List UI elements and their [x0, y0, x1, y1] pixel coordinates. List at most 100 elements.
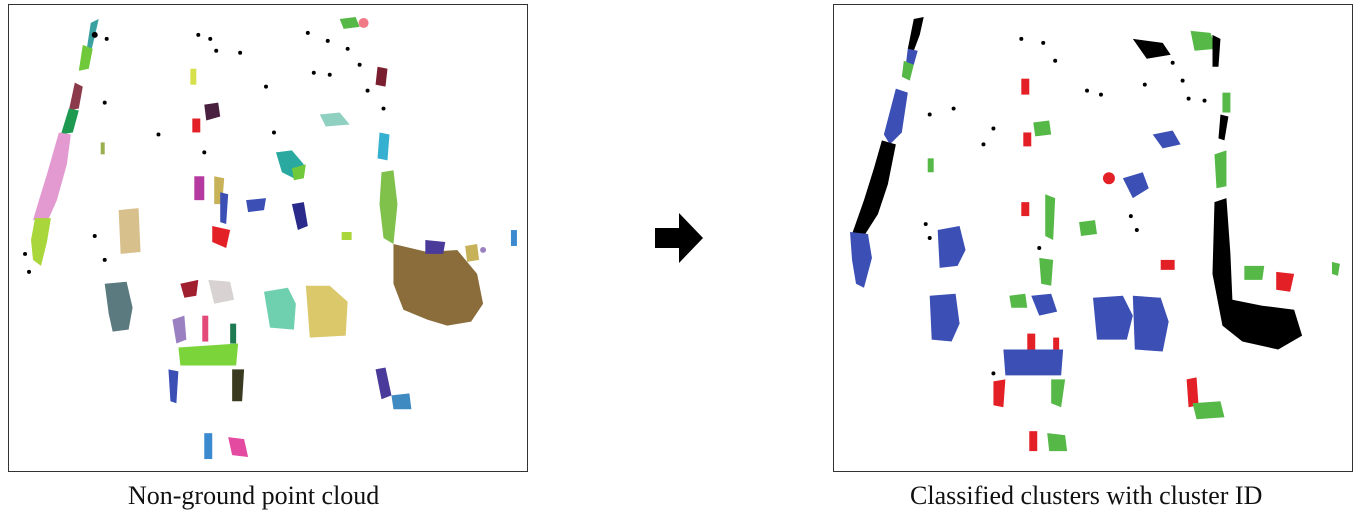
cluster — [850, 232, 872, 288]
cluster — [208, 279, 235, 304]
point — [358, 17, 369, 28]
point — [104, 36, 109, 41]
point — [23, 251, 28, 256]
cluster — [1122, 172, 1149, 199]
point — [325, 38, 330, 43]
cluster — [1212, 34, 1221, 67]
right-arrow-icon — [655, 213, 703, 263]
cluster — [305, 285, 348, 338]
cluster — [178, 343, 239, 366]
cluster — [341, 232, 352, 240]
cluster — [232, 369, 245, 402]
cluster — [1031, 293, 1058, 316]
cluster — [927, 158, 934, 173]
caption-right: Classified clusters with cluster ID — [910, 481, 1263, 510]
cluster — [180, 279, 199, 298]
point — [991, 371, 996, 376]
cluster — [375, 66, 388, 87]
point — [923, 222, 928, 227]
point — [102, 100, 107, 105]
cluster — [1160, 259, 1175, 270]
cluster — [246, 198, 267, 213]
point — [927, 112, 932, 117]
cluster — [118, 208, 141, 254]
point — [1085, 88, 1090, 93]
cluster — [929, 293, 960, 342]
point — [951, 106, 956, 111]
point — [208, 36, 213, 41]
cluster — [993, 379, 1006, 408]
cluster — [1152, 130, 1181, 149]
cluster — [937, 226, 966, 268]
cluster — [425, 239, 446, 254]
point — [345, 46, 350, 51]
cluster — [1079, 220, 1097, 237]
point — [1128, 214, 1133, 219]
cluster — [104, 281, 133, 332]
cluster — [1132, 295, 1169, 352]
cluster — [78, 44, 93, 71]
cluster — [1009, 293, 1028, 308]
point — [365, 88, 370, 93]
point — [1134, 228, 1139, 233]
cluster — [1214, 150, 1227, 189]
point — [1202, 98, 1207, 103]
cluster — [230, 323, 237, 344]
point — [214, 48, 219, 53]
point — [202, 150, 207, 155]
cluster — [1039, 257, 1054, 286]
cluster — [319, 112, 350, 127]
cluster — [391, 393, 412, 410]
cluster — [1027, 333, 1036, 354]
cluster — [1051, 379, 1066, 408]
cluster — [1023, 132, 1032, 147]
point — [196, 32, 201, 37]
cluster — [905, 48, 918, 65]
point — [102, 257, 107, 262]
classified-clusters-panel — [833, 4, 1353, 472]
point — [238, 50, 243, 55]
point — [480, 246, 487, 253]
cluster — [1244, 265, 1265, 280]
cluster — [1132, 38, 1171, 59]
point — [92, 234, 97, 238]
cluster — [291, 202, 308, 231]
cluster — [339, 16, 360, 29]
cluster — [1212, 198, 1303, 350]
point — [1142, 82, 1147, 87]
cluster — [220, 192, 229, 225]
cluster — [60, 108, 79, 135]
cluster — [1033, 120, 1052, 137]
point — [1041, 40, 1046, 45]
point — [1180, 78, 1185, 83]
cluster — [264, 287, 296, 330]
cluster — [204, 433, 213, 460]
cluster — [190, 68, 197, 85]
cluster — [291, 164, 306, 181]
cluster — [1053, 337, 1060, 352]
point — [311, 70, 316, 75]
cluster — [1021, 78, 1030, 95]
point — [264, 84, 268, 89]
cluster — [1276, 271, 1295, 292]
cluster — [212, 226, 231, 248]
cluster — [1331, 261, 1340, 276]
cluster — [1192, 401, 1225, 420]
cluster — [852, 140, 896, 237]
point — [991, 126, 996, 131]
non-ground-point-cloud-panel — [8, 4, 528, 472]
cluster — [1021, 202, 1030, 217]
cluster — [377, 132, 390, 161]
cluster — [1190, 30, 1217, 51]
cluster — [1047, 433, 1068, 452]
point — [1102, 172, 1115, 185]
cluster — [1218, 114, 1229, 141]
cluster — [68, 82, 83, 111]
point — [1053, 58, 1058, 63]
cluster — [883, 88, 908, 145]
point-cloud-right — [850, 16, 1340, 452]
cluster — [172, 315, 187, 344]
cluster — [1045, 194, 1056, 240]
cluster — [1003, 349, 1064, 376]
cluster — [192, 118, 201, 133]
